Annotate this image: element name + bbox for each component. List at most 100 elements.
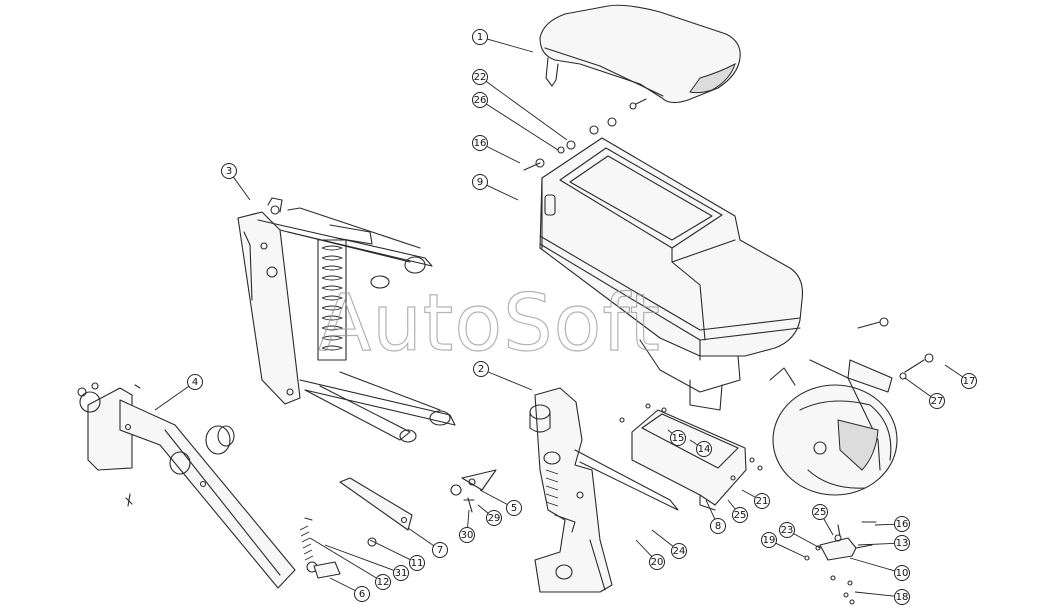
- opener-bracket: [529, 387, 679, 593]
- callout-leader-line: [849, 557, 895, 572]
- small-bracket: [804, 521, 877, 605]
- callout-circle: [754, 493, 770, 509]
- callout-27: 27: [904, 377, 945, 409]
- callout-number: 1: [477, 32, 483, 43]
- callout-number: 16: [896, 519, 909, 530]
- callout-leader-line: [775, 542, 806, 558]
- callout-leader-line: [487, 38, 534, 53]
- callout-30: 30: [459, 509, 475, 543]
- callout-number: 7: [437, 545, 443, 556]
- callout-circle: [393, 565, 409, 581]
- callout-circle: [696, 441, 712, 457]
- callout-15: 15: [667, 429, 686, 446]
- callout-number: 21: [756, 496, 769, 507]
- callout-leader-line: [667, 429, 673, 434]
- callout-number: 11: [411, 558, 424, 569]
- callout-number: 25: [814, 507, 827, 518]
- callout-leader-line: [944, 364, 964, 378]
- small-spring-pin: [299, 517, 341, 579]
- callout-number: 16: [474, 138, 487, 149]
- callout-leader-line: [486, 184, 519, 201]
- callout-leader-line: [477, 504, 489, 514]
- callout-23: 23: [779, 522, 821, 549]
- callout-leader-line: [329, 577, 356, 592]
- callout-circle: [929, 393, 945, 409]
- callout-circle: [894, 535, 910, 551]
- callout-circle: [649, 554, 665, 570]
- callout-leader-line: [741, 489, 756, 498]
- callout-leader-line: [651, 529, 674, 547]
- callout-number: 22: [474, 72, 487, 83]
- callout-circle: [473, 361, 489, 377]
- callout-24: 24: [651, 529, 687, 559]
- callout-leader-line: [486, 145, 521, 164]
- callout-number: 30: [461, 530, 474, 541]
- callout-circle: [472, 174, 488, 190]
- callout-leader-line: [487, 371, 533, 391]
- callout-number: 12: [377, 577, 390, 588]
- callout-number: 9: [477, 177, 483, 188]
- callout-number: 18: [896, 592, 909, 603]
- callout-22: 22: [472, 69, 568, 141]
- callout-number: 25: [734, 510, 747, 521]
- callout-circle: [472, 92, 488, 108]
- callout-circle: [375, 574, 391, 590]
- callout-13: 13: [857, 535, 910, 551]
- callout-circle: [472, 135, 488, 151]
- callout-circle: [710, 518, 726, 534]
- watermark-text: AutoSoft: [318, 279, 661, 369]
- callout-circle: [670, 430, 686, 446]
- callout-circle: [812, 504, 828, 520]
- callout-circle: [472, 69, 488, 85]
- callout-circle: [894, 516, 910, 532]
- callout-number: 15: [672, 433, 685, 444]
- callout-number: 23: [781, 525, 794, 536]
- callout-6: 6: [329, 577, 370, 602]
- callout-25: 25: [727, 499, 748, 523]
- callout-4: 4: [154, 374, 203, 411]
- callout-circle: [221, 163, 237, 179]
- callout-number: 29: [488, 513, 501, 524]
- callout-circle: [354, 586, 370, 602]
- callout-leader-line: [635, 539, 653, 557]
- right-bolts: [857, 317, 934, 380]
- gauge-wheel-assembly: [769, 359, 898, 496]
- callout-29: 29: [477, 504, 502, 526]
- callout-circle: [432, 542, 448, 558]
- callout-circle: [671, 543, 687, 559]
- callout-leader-line: [727, 499, 736, 510]
- callout-number: 20: [651, 557, 664, 568]
- callout-17: 17: [944, 364, 977, 389]
- flat-strap: [339, 477, 413, 547]
- callout-11: 11: [369, 539, 425, 571]
- callout-leader-line: [369, 539, 411, 561]
- callout-21: 21: [741, 489, 770, 509]
- callout-leader-line: [823, 518, 834, 536]
- callout-8: 8: [705, 499, 726, 534]
- callout-leader-line: [904, 377, 932, 397]
- callout-number: 5: [511, 503, 517, 514]
- callout-leader-line: [233, 176, 251, 201]
- callout-12: 12: [309, 537, 391, 590]
- callout-leader-line: [479, 489, 508, 505]
- callout-leader-line: [486, 103, 559, 151]
- callout-number: 10: [896, 568, 909, 579]
- callout-9: 9: [472, 174, 519, 201]
- callout-circle: [894, 565, 910, 581]
- callout-25: 25: [812, 504, 834, 536]
- callout-31: 31: [324, 544, 409, 581]
- callout-3: 3: [221, 163, 251, 201]
- callout-number: 6: [359, 589, 365, 600]
- callout-number: 24: [673, 546, 686, 557]
- callout-leader-line: [324, 544, 395, 571]
- callout-circle: [472, 29, 488, 45]
- callout-circle: [187, 374, 203, 390]
- hopper-lid: [539, 4, 741, 104]
- callout-2: 2: [473, 361, 533, 391]
- callout-leader-line: [854, 591, 895, 597]
- callout-leader-line: [309, 537, 377, 579]
- callout-number: 19: [763, 535, 776, 546]
- small-clip: [450, 469, 497, 513]
- seed-tube-bracket: [619, 403, 763, 511]
